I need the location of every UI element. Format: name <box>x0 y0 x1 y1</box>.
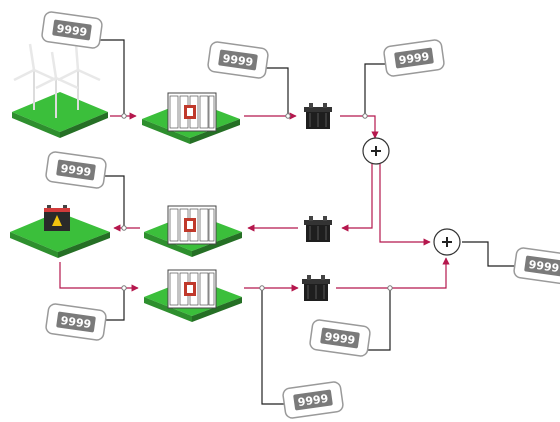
display-value: 9999 <box>398 50 430 67</box>
power-flow-lines <box>59 112 450 292</box>
meter-wires <box>96 39 522 405</box>
wind-platform <box>12 92 108 138</box>
sum-junction-icon <box>433 228 461 256</box>
transformer-icon <box>303 215 333 243</box>
battery-icon <box>44 205 70 231</box>
display-value: 9999 <box>297 392 329 409</box>
display-value: 9999 <box>60 314 92 331</box>
converter-cabinet-icon <box>167 205 217 245</box>
display-panel-wind: 9999 <box>40 10 104 50</box>
display-panel-battery: 9999 <box>44 150 108 190</box>
junction-dots <box>121 113 393 291</box>
display-panel-sum2: 9999 <box>512 246 560 286</box>
transformer-icon <box>301 274 331 302</box>
battery-platform <box>10 212 110 258</box>
display-panel-converter1: 9999 <box>206 40 270 80</box>
display-value: 9999 <box>324 330 356 347</box>
sum-junction-icon <box>362 137 390 165</box>
converter-cabinet-icon <box>167 92 217 132</box>
display-value: 9999 <box>222 52 254 69</box>
display-value: 9999 <box>60 162 92 179</box>
wind-farm-icon <box>13 43 101 118</box>
display-panel-battery-converter: 9999 <box>44 302 108 342</box>
display-value: 9999 <box>528 258 560 275</box>
transformer-icon <box>303 102 333 130</box>
display-panel-sum1: 9999 <box>382 38 446 78</box>
display-value: 9999 <box>56 22 88 39</box>
display-panel-bottom: 9999 <box>281 380 345 420</box>
converter-cabinet-icon <box>167 269 217 309</box>
display-panel-transformer3: 9999 <box>308 318 372 358</box>
